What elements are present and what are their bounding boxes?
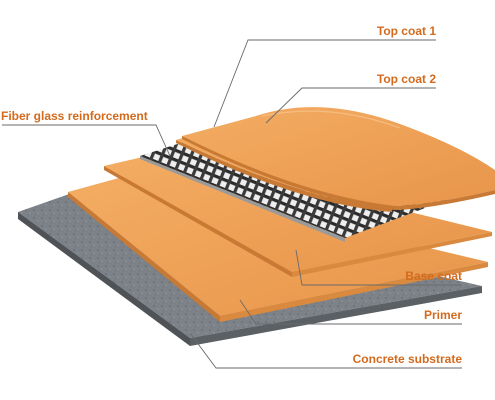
leader-lines	[2, 39, 462, 369]
callout-labels: Top coat 1 Top coat 2 Fiber glass reinfo…	[1, 24, 462, 366]
leader-top-coat-1	[213, 39, 436, 128]
label-primer: Primer	[424, 308, 462, 322]
leader-primer	[239, 299, 462, 325]
leader-fiber-glass	[2, 124, 171, 157]
label-top-coat-1: Top coat 1	[377, 24, 436, 38]
label-concrete: Concrete substrate	[353, 352, 463, 366]
leader-base-coat	[295, 249, 462, 286]
label-base-coat: Base coat	[405, 269, 462, 283]
leader-top-coat-2	[265, 87, 436, 124]
leader-concrete	[189, 332, 462, 369]
label-fiber-glass: Fiber glass reinforcement	[1, 109, 148, 123]
label-top-coat-2: Top coat 2	[377, 72, 436, 86]
top-coat-1-layer	[182, 107, 495, 210]
